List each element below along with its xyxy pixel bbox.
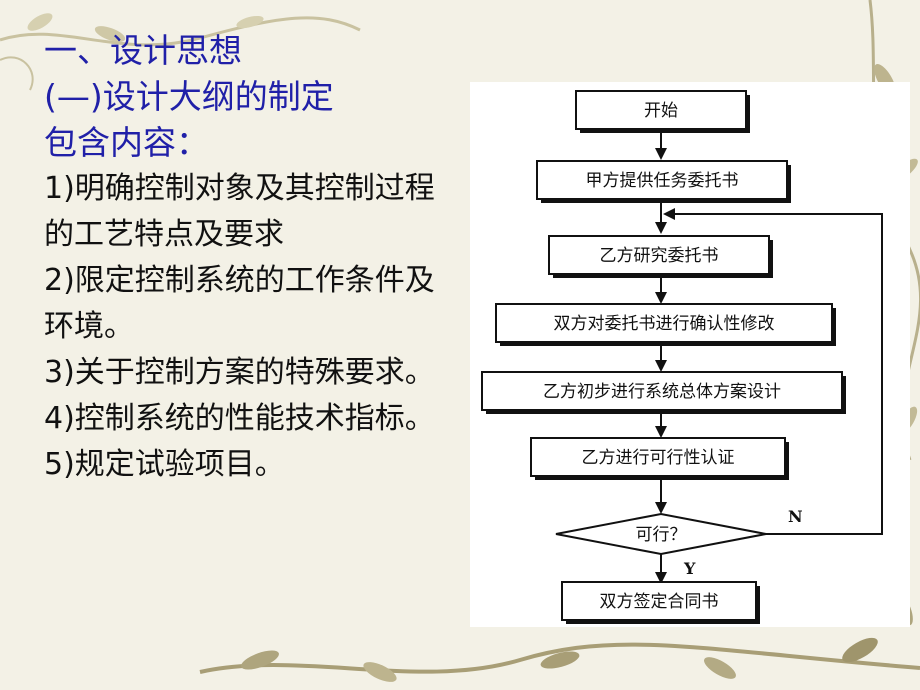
end-label: 双方签定合同书 <box>600 592 719 612</box>
step1-label: 甲方提供任务委托书 <box>586 171 739 191</box>
step3-label: 双方对委托书进行确认性修改 <box>554 314 775 334</box>
arrowhead-1 <box>655 148 667 160</box>
arrowhead-6 <box>655 502 667 514</box>
arrowhead-loop <box>663 208 675 220</box>
arrowhead-2 <box>655 222 667 234</box>
arrowhead-7 <box>655 572 667 584</box>
content-item-5: 5)规定试验项目。 <box>44 447 285 482</box>
flowchart: 开始 甲方提供任务委托书 乙方研究委托书 双方对委托书进行确认性修改 乙方初步进… <box>470 82 910 627</box>
step4-node <box>481 371 843 411</box>
step2-label: 乙方研究委托书 <box>600 246 719 266</box>
no-label: N <box>788 507 803 526</box>
step5-label: 乙方进行可行性认证 <box>582 448 735 468</box>
content-item-4: 4)控制系统的性能技术指标。 <box>44 401 435 436</box>
end-node <box>561 581 757 621</box>
content-item-1: 1)明确控制对象及其控制过程的工艺特点及要求 <box>44 171 435 252</box>
start-node <box>575 90 747 130</box>
arrowhead-5 <box>655 426 667 438</box>
step5-node <box>530 437 786 477</box>
start-label: 开始 <box>644 101 678 121</box>
arrowhead-4 <box>655 360 667 372</box>
contents-heading: 包含内容： <box>44 123 209 162</box>
step4-label: 乙方初步进行系统总体方案设计 <box>543 382 781 402</box>
step2-node <box>548 235 770 275</box>
step3-node <box>495 303 833 343</box>
section-title: 一、设计思想 <box>44 31 242 70</box>
slide-text: 一、设计思想 (—)设计大纲的制定 包含内容： 1)明确控制对象及其控制过程的工… <box>44 28 464 488</box>
decision-label: 可行？ <box>636 525 687 545</box>
content-item-2: 2)限定控制系统的工作条件及环境。 <box>44 263 435 344</box>
yes-label: Y <box>683 559 696 578</box>
no-loop-line <box>675 213 883 535</box>
arrowhead-3 <box>655 292 667 304</box>
content-item-3: 3)关于控制方案的特殊要求。 <box>44 355 435 390</box>
subsection-title: (—)设计大纲的制定 <box>44 77 334 116</box>
